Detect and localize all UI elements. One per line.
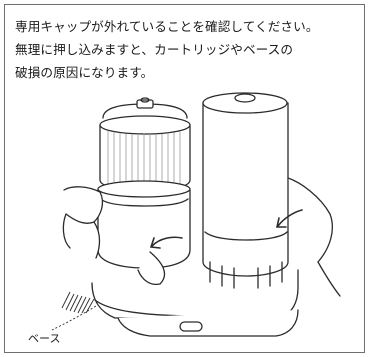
base-leader-line [51,305,97,331]
rotate-arrow-icon [276,209,303,228]
right-cartridge [202,92,289,289]
left-hand [62,186,166,286]
caption-line-1: 専用キャップが外れていることを確認してください。 [15,19,319,34]
instruction-caption: 専用キャップが外れていることを確認してください。 無理に押し込みますと、カートリ… [15,15,367,84]
base-unit [91,269,299,337]
caption-line-2: 無理に押し込みますと、カートリッジやベースの [15,42,294,57]
left-cartridge [97,97,191,269]
base-edge-hatch [61,291,95,314]
base-slot [179,321,203,332]
base-label: ベース [28,332,61,345]
right-hand [287,177,341,297]
caption-line-3: 破損の原因になります。 [15,65,154,80]
rotate-arrow-icon [149,236,183,249]
